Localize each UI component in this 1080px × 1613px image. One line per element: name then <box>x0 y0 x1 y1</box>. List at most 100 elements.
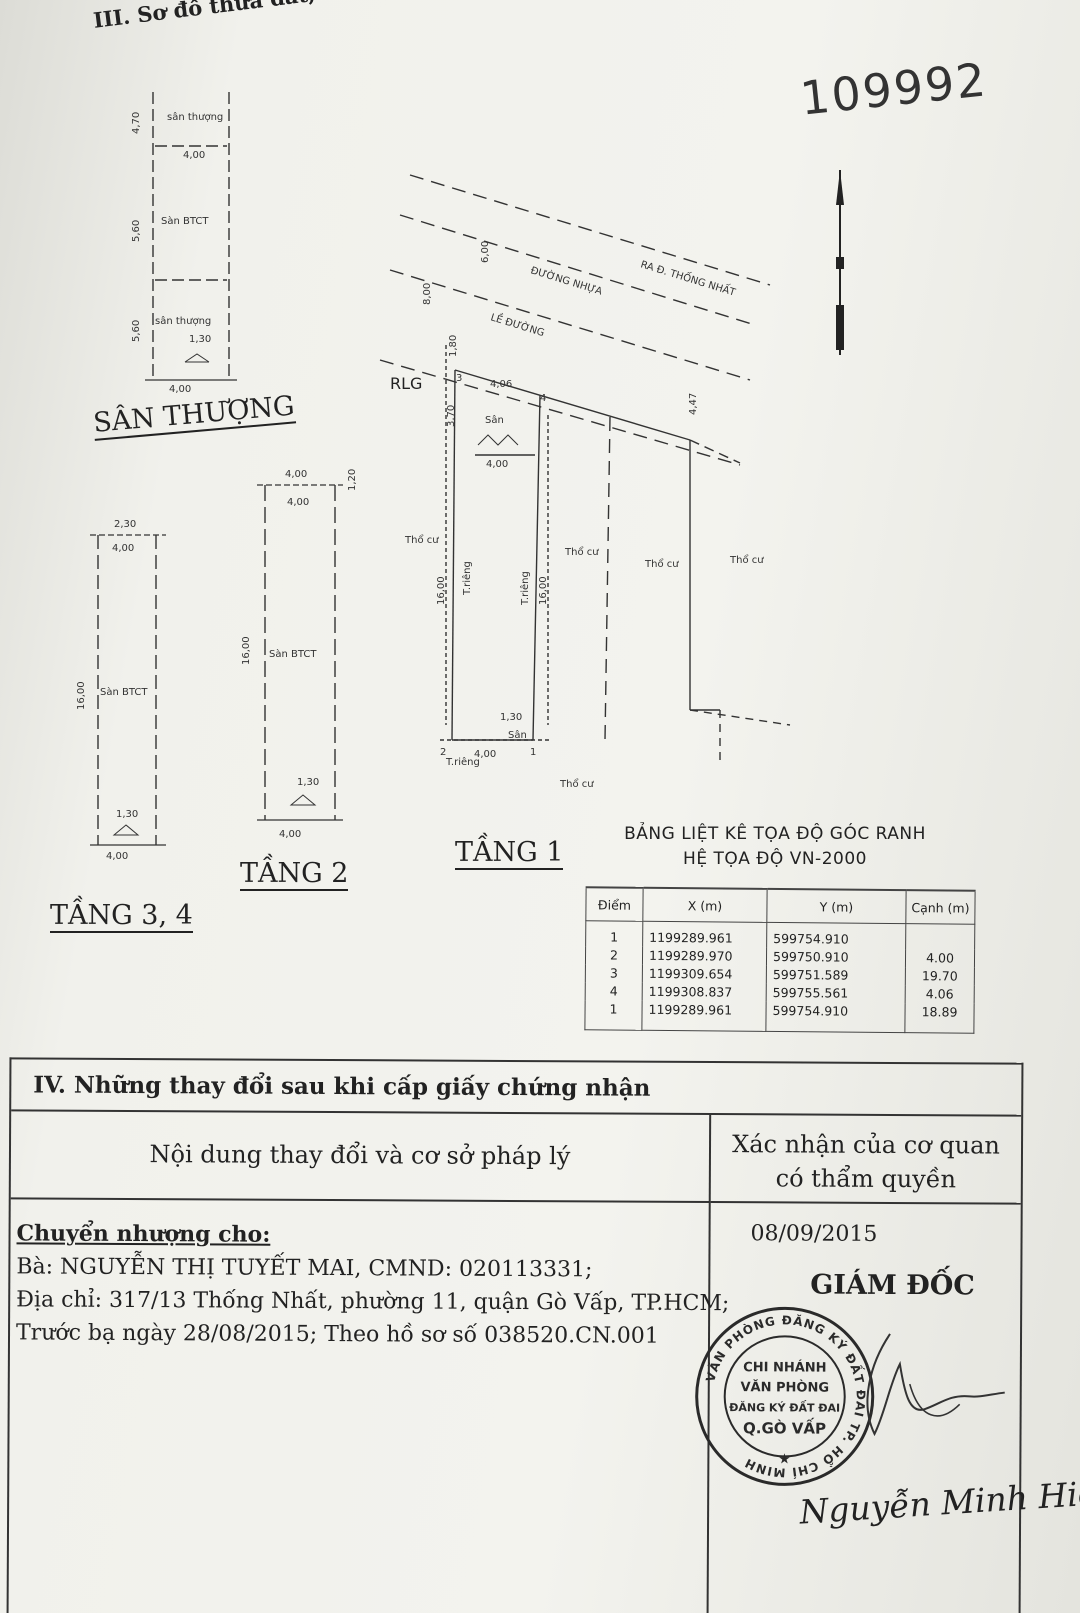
cell-edge: 4.00 <box>905 949 975 968</box>
tang1-room-san-1: Sân <box>485 414 504 426</box>
san-thuong-room-3: sân thượng <box>155 315 211 327</box>
cell-x: 1199308.837 <box>642 982 767 1002</box>
section4-title: IV. Những thay đổi sau khi cấp giấy chứn… <box>11 1059 1022 1117</box>
plan-tang-1: RLG RA Đ. THỐNG NHẤT ĐƯỜNG NHỰA LỀ ĐƯỜNG… <box>379 170 844 790</box>
cell-point: 1 <box>585 920 643 947</box>
coord-table-title-2: HỆ TỌA ĐỘ VN-2000 <box>683 849 867 869</box>
cell-y: 599754.910 <box>766 922 906 950</box>
tang2-dim-top: 4,00 <box>285 469 307 480</box>
stamp-line1: CHI NHÁNH <box>743 1359 826 1375</box>
tang2-dim-e: 1,20 <box>347 469 358 491</box>
tang1-dim-a: 4,06 <box>490 379 512 390</box>
stair-icon <box>477 434 519 446</box>
point-2: 2 <box>440 747 446 758</box>
road-label-1: RA Đ. THỐNG NHẤT <box>639 256 738 298</box>
cell-edge <box>905 923 975 950</box>
col-header-edge: Cạnh (m) <box>905 890 976 925</box>
transfer-tax-record: Trước bạ ngày 28/08/2015; Theo hồ sơ số … <box>15 1320 659 1349</box>
cell-x: 1199309.654 <box>642 964 767 984</box>
cell-point: 2 <box>585 946 643 965</box>
tang34-dim-b: 4,00 <box>106 851 128 862</box>
tang1-dim-h: 1,80 <box>448 335 459 357</box>
director-title: GIÁM ĐỐC <box>810 1269 975 1302</box>
tang1-dim-e: 16,00 <box>538 576 549 605</box>
road-label-3: LỀ ĐƯỜNG <box>489 309 546 339</box>
col-header-x: X (m) <box>642 887 768 923</box>
tang1-dim-i: 6,00 <box>480 241 491 263</box>
label-tang-3-4: TẦNG 3, 4 <box>50 900 193 933</box>
handwritten-signature <box>866 1333 1005 1437</box>
coord-table-heading: BẢNG LIỆT KÊ TỌA ĐỘ GÓC RANH HỆ TỌA ĐỘ V… <box>590 822 960 872</box>
stair-icon <box>184 353 210 363</box>
cell-x: 1199289.970 <box>642 946 767 966</box>
stamp-line3: ĐĂNG KÝ ĐẤT ĐAI <box>729 1399 840 1415</box>
wall-label-2: T.riêng <box>519 571 531 606</box>
cell-edge: 4.06 <box>905 985 975 1004</box>
tang34-dim-d: 16,00 <box>76 681 87 710</box>
transfer-address: Địa chỉ: 317/13 Thống Nhất, phường 11, q… <box>16 1287 730 1317</box>
san-thuong-room-2: Sàn BTCT <box>161 215 209 227</box>
official-stamp: VĂN PHÒNG ĐĂNG KÝ ĐẤT ĐAI TP. HỒ CHÍ MIN… <box>695 1306 875 1486</box>
tang1-dim-f: 1,30 <box>500 712 522 723</box>
rlg-label: RLG <box>390 374 422 393</box>
col-header-confirmation: Xác nhận của cơ quan có thẩm quyền <box>710 1115 1022 1205</box>
cell-y: 599755.561 <box>766 983 906 1004</box>
stair-icon <box>289 794 317 806</box>
san-thuong-dim-a: 4,00 <box>183 150 205 161</box>
cell-point: 4 <box>585 982 643 1001</box>
tang1-dim-g: 3,70 <box>446 405 457 427</box>
plan-tang-3-4: 2,30 4,00 Sàn BTCT 1,30 4,00 16,00 <box>76 519 166 862</box>
road-label-2: ĐƯỜNG NHỰA <box>529 263 604 297</box>
col-header-change-content: Nội dung thay đổi và cơ sở pháp lý <box>10 1111 712 1204</box>
section3-title: III. Sơ đồ thửa đất, nhà ở và tài sản kh… <box>92 0 759 33</box>
neighbor-4: Thổ cư <box>729 553 764 566</box>
transfer-entry: Chuyển nhượng cho: Bà: NGUYỄN THỊ TUYẾT … <box>15 1217 730 1353</box>
wall-label-1: T.riêng <box>461 561 473 596</box>
coord-table: Điểm X (m) Y (m) Cạnh (m) 1 1199289.961 … <box>584 886 976 1034</box>
cell-y: 599751.589 <box>766 965 906 986</box>
handwritten-document-number: 109992 <box>797 52 990 126</box>
san-thuong-dim-e: 5,60 <box>131 220 142 242</box>
coord-table-title-1: BẢNG LIỆT KÊ TỌA ĐỘ GÓC RANH <box>624 824 926 844</box>
san-thuong-dim-b: 4,00 <box>169 384 191 395</box>
point-3: 3 <box>456 373 462 384</box>
cell-point: 3 <box>585 964 643 983</box>
cell-x: 1199289.961 <box>642 921 767 948</box>
label-tang-2: TẦNG 2 <box>240 858 349 891</box>
confirm-date: 08/09/2015 <box>750 1221 878 1247</box>
san-thuong-room-1: sân thượng <box>167 111 223 123</box>
san-thuong-dim-f: 5,60 <box>131 320 142 342</box>
plan-tang-2: 4,00 4,00 Sàn BTCT 1,30 4,00 16,00 1,20 <box>241 469 358 840</box>
tang2-dim-a: 4,00 <box>287 497 309 508</box>
cell-y: 599754.910 <box>765 1001 906 1033</box>
col-header-confirmation-line2: có thẩm quyền <box>775 1164 957 1194</box>
coord-table-header-row: Điểm X (m) Y (m) Cạnh (m) <box>585 887 976 925</box>
tang2-room: Sàn BTCT <box>269 648 317 660</box>
san-thuong-dim-c: 1,30 <box>189 334 211 345</box>
tang2-dim-b: 4,00 <box>279 829 301 840</box>
neighbor-1: Thổ cư <box>404 533 439 546</box>
neighbor-5: Thổ cư <box>559 777 594 790</box>
tang1-dim-k: 8,00 <box>422 283 433 305</box>
changes-section: IV. Những thay đổi sau khi cấp giấy chứn… <box>6 1057 1080 1613</box>
tang34-dim-a: 4,00 <box>112 543 134 554</box>
cell-edge: 18.89 <box>904 1003 975 1034</box>
table-row: 1 1199289.961 599754.910 18.89 <box>584 1000 975 1034</box>
san-thuong-dim-d: 4,70 <box>131 112 142 134</box>
tang1-dim-c: 4,00 <box>474 749 496 760</box>
tang2-dim-c: 1,30 <box>297 777 319 788</box>
stamp-star-icon: ★ <box>778 1451 791 1467</box>
cell-x: 1199289.961 <box>641 1000 767 1032</box>
cell-y: 599750.910 <box>766 947 906 968</box>
cell-point: 1 <box>584 1000 643 1031</box>
tang2-dim-d: 16,00 <box>241 636 252 665</box>
tang34-dim-c: 1,30 <box>116 809 138 820</box>
wall-label-3: T.riêng <box>445 756 480 768</box>
tang1-dim-j: 4,47 <box>688 393 699 415</box>
transfer-heading: Chuyển nhượng cho: <box>16 1220 271 1248</box>
col-header-confirmation-line1: Xác nhận của cơ quan <box>732 1130 1000 1160</box>
label-tang-1: TẦNG 1 <box>455 837 564 870</box>
tang1-dim-b: 4,00 <box>486 459 508 470</box>
tang1-room-san-2: Sân <box>508 729 527 741</box>
